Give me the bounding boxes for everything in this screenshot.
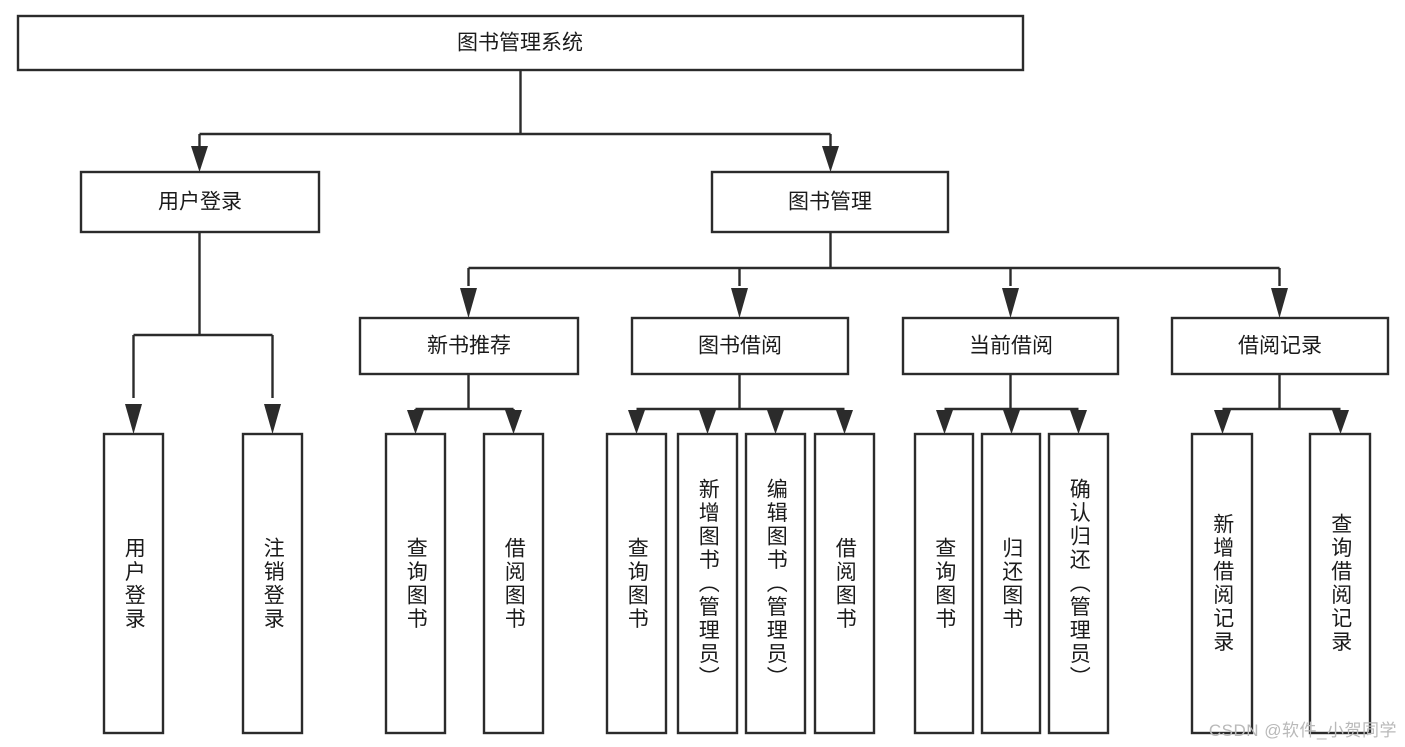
node-current-borrow[interactable]: 当前借阅 bbox=[901, 316, 1120, 376]
arrow-to-leaf-confirm-return bbox=[1070, 410, 1087, 434]
arrow-to-leaf-query-book-1 bbox=[407, 410, 424, 434]
node-current-borrow-rect[interactable] bbox=[901, 316, 1120, 376]
node-borrow-records-label: 借阅记录 bbox=[1238, 335, 1322, 358]
arrow-to-user-login bbox=[191, 146, 208, 172]
node-new-book-recommend-rect[interactable] bbox=[358, 316, 580, 376]
leaf-rect-add-record[interactable] bbox=[1190, 432, 1254, 735]
leaf-rect-query-book-3[interactable] bbox=[913, 432, 975, 735]
node-new-book-recommend-label: 新书推荐 bbox=[427, 335, 511, 358]
arrow-to-leaf-borrow-book-2 bbox=[836, 410, 853, 434]
node-book-borrow-label: 图书借阅 bbox=[698, 335, 782, 358]
node-book-borrow[interactable]: 图书借阅 bbox=[630, 316, 850, 376]
arrow-to-leaf-add-book bbox=[699, 410, 716, 434]
leaf-rect-logout[interactable] bbox=[241, 432, 304, 735]
arrow-to-leaf-edit-book bbox=[767, 410, 784, 434]
arrow-to-leaf-query-book-2 bbox=[628, 410, 645, 434]
leaf-rect-query-book-1[interactable] bbox=[384, 432, 447, 735]
leaf-rect-query-book-2[interactable] bbox=[605, 432, 668, 735]
leaf-rect-confirm-return[interactable] bbox=[1047, 432, 1110, 735]
node-root-label: 图书管理系统 bbox=[457, 32, 583, 55]
arrow-to-borrow-records bbox=[1271, 288, 1288, 318]
node-book-manage-label: 图书管理 bbox=[788, 191, 872, 214]
leaf-rect-return-book[interactable] bbox=[980, 432, 1042, 735]
arrow-to-leaf-query-record bbox=[1332, 410, 1349, 434]
node-borrow-records-rect[interactable] bbox=[1170, 316, 1390, 376]
node-book-manage[interactable]: 图书管理 bbox=[710, 170, 950, 234]
arrow-to-current-borrow bbox=[1002, 288, 1019, 318]
node-user-login-label: 用户登录 bbox=[158, 191, 242, 214]
arrow-to-new-book-recommend bbox=[460, 288, 477, 318]
node-user-login[interactable]: 用户登录 bbox=[79, 170, 321, 234]
arrow-to-leaf-borrow-book-1 bbox=[505, 410, 522, 434]
leaf-rect-edit-book[interactable] bbox=[744, 432, 807, 735]
leaf-rect-borrow-book-1[interactable] bbox=[482, 432, 545, 735]
node-new-book-recommend[interactable]: 新书推荐 bbox=[358, 316, 580, 376]
leaf-rect-query-record[interactable] bbox=[1308, 432, 1372, 735]
arrow-to-leaf-user-login bbox=[125, 404, 142, 434]
arrow-to-book-borrow bbox=[731, 288, 748, 318]
arrow-to-leaf-add-record bbox=[1214, 410, 1231, 434]
arrow-to-leaf-return-book bbox=[1003, 410, 1020, 434]
node-book-borrow-rect[interactable] bbox=[630, 316, 850, 376]
node-root-rect[interactable] bbox=[16, 14, 1025, 72]
node-current-borrow-label: 当前借阅 bbox=[969, 335, 1053, 358]
watermark-text: CSDN @软件_小贺同学 bbox=[1208, 721, 1397, 740]
leaf-rect-borrow-book-2[interactable] bbox=[813, 432, 876, 735]
arrow-to-leaf-logout bbox=[264, 404, 281, 434]
node-root[interactable]: 图书管理系统 bbox=[16, 14, 1025, 72]
arrow-to-book-manage bbox=[822, 146, 839, 172]
leaf-rect-user-login[interactable] bbox=[102, 432, 165, 735]
node-book-manage-rect[interactable] bbox=[710, 170, 950, 234]
leaf-rect-add-book[interactable] bbox=[676, 432, 739, 735]
arrow-to-leaf-query-book-3 bbox=[936, 410, 953, 434]
node-borrow-records[interactable]: 借阅记录 bbox=[1170, 316, 1390, 376]
